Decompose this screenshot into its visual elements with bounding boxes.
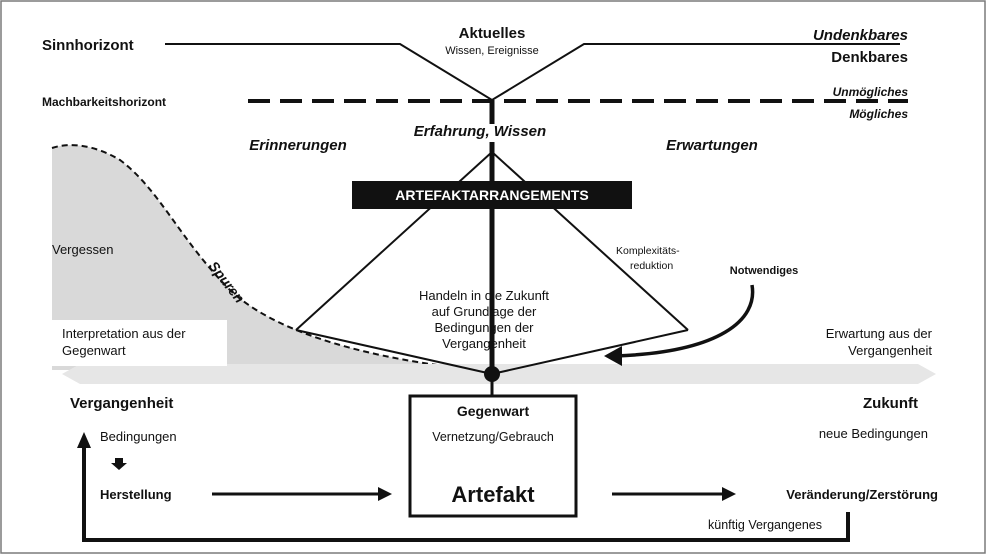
kuenftig-label: künftig Vergangenes [708,518,822,532]
erwartung-aus-line-2: Vergangenheit [848,343,932,358]
handeln-line-3: Bedingungen der [434,320,534,335]
moegliches-label: Mögliches [849,107,908,121]
base-right-edge [491,329,689,375]
veraenderung-arrowhead [722,487,736,501]
interpretation-line-2: Gegenwart [62,343,126,358]
veraenderung-label: Veränderung/Zerstörung [786,487,938,502]
denkbares-label: Denkbares [831,49,908,66]
bedingungen-down-arrow [111,458,127,470]
base-left-edge [295,329,493,375]
machbarkeitshorizont-label: Machbarkeitshorizont [42,95,166,109]
feedback-loop [82,446,850,542]
komplexitaet-label-1: Komplexitäts- [616,245,680,257]
handeln-line-4: Vergangenheit [442,336,526,351]
bedingungen-label: Bedingungen [100,429,177,444]
erinnerungen-label: Erinnerungen [249,137,347,154]
handeln-line-1: Handeln in die Zukunft [419,288,549,303]
artefakt-label: Artefakt [451,482,535,507]
erwartung-aus-line-1: Erwartung aus der [826,326,933,341]
handeln-line-2: auf Grundlage der [432,304,537,319]
wissen-ereignisse-label: Wissen, Ereignisse [445,45,539,57]
vernetzung-label: Vernetzung/Gebrauch [432,430,554,444]
unmoegliches-label: Unmögliches [833,85,909,99]
notwendiges-arrowhead [604,346,622,366]
feedback-arrowhead [77,432,91,448]
artefakt-box [408,394,578,518]
notwendiges-label: Notwendiges [730,265,798,277]
komplexitaet-label-2: reduktion [630,260,673,272]
artefaktarrangements-banner [352,181,632,209]
neue-bedingungen-label: neue Bedingungen [819,426,928,441]
erfahrung-wissen-label: Erfahrung, Wissen [414,123,546,140]
aktuelles-label: Aktuelles [459,25,526,42]
undenkbares-label: Undenkbares [813,27,908,44]
artefaktarrangements-label: ARTEFAKTARRANGEMENTS [395,187,588,203]
spuren-curve [51,144,461,369]
herstellung-arrowhead [378,487,392,501]
gegenwart-label: Gegenwart [457,403,530,419]
erwartungen-label: Erwartungen [666,137,758,154]
zukunft-label: Zukunft [863,395,918,412]
vergangenheit-label: Vergangenheit [70,395,173,412]
interpretation-box [47,320,227,366]
herstellung-label: Herstellung [100,487,172,502]
interpretation-line-1: Interpretation aus der [62,326,186,341]
vergessen-label: Vergessen [52,242,113,257]
sinnhorizont-label: Sinnhorizont [42,37,134,54]
notwendiges-arrow [615,284,755,358]
vergessen-area [52,145,460,370]
